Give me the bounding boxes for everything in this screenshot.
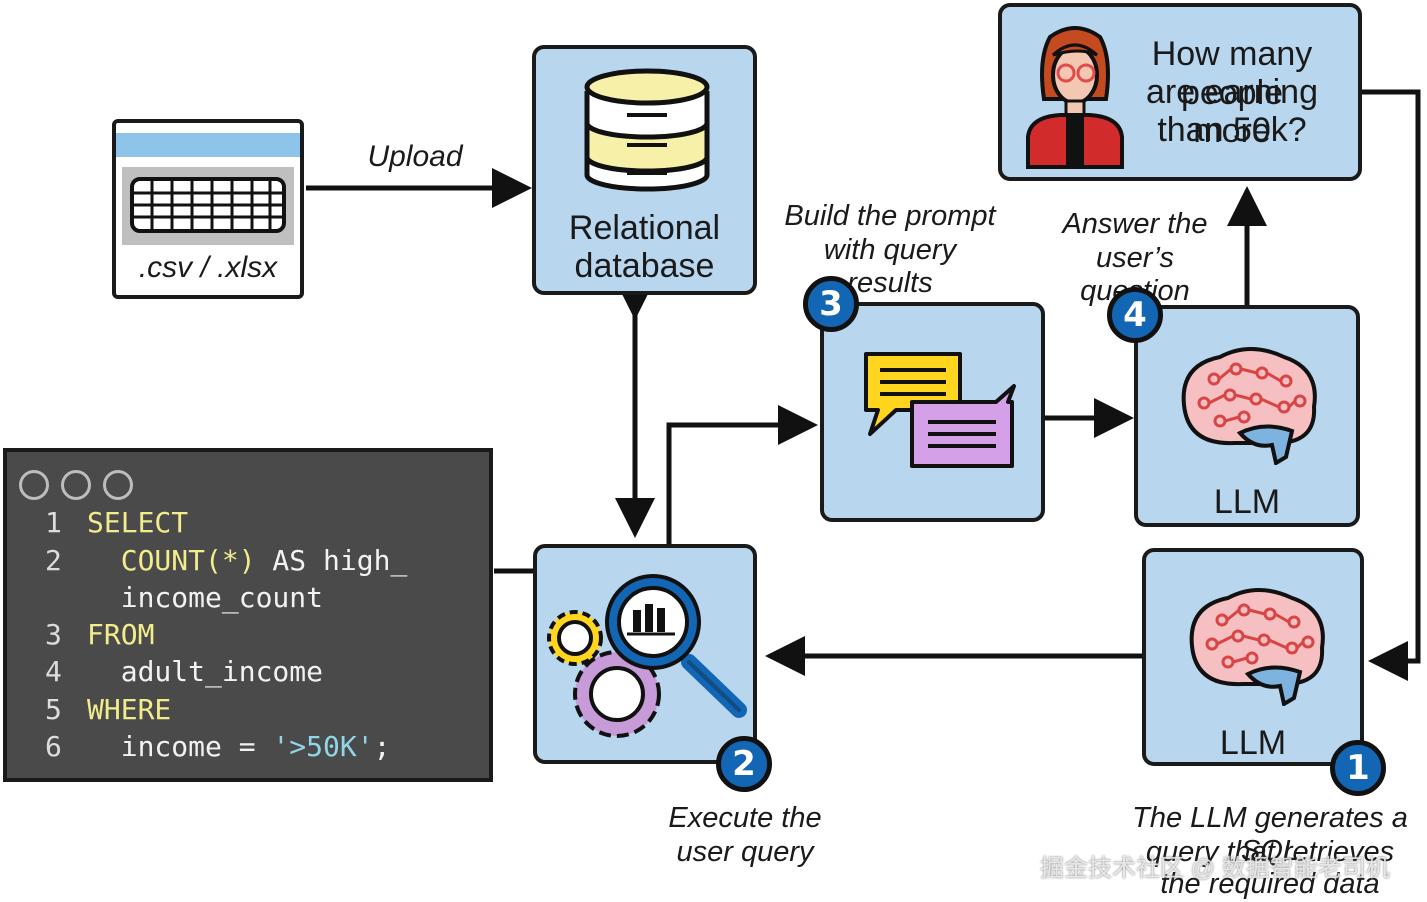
step2-badge: 2 xyxy=(716,736,772,792)
watermark: 掘金技术社区 @ 数据智能老司机 xyxy=(1040,855,1390,882)
step3-badge: 3 xyxy=(803,276,859,332)
question-to-llm-arrow xyxy=(1360,89,1421,681)
step3-caption-line1: Build the prompt xyxy=(784,200,996,232)
window-controls xyxy=(19,470,145,507)
query-gears-magnifier-icon xyxy=(547,574,747,738)
step1-caption-line2: query that retrieves xyxy=(1145,836,1395,868)
step1-caption-line3: the required data xyxy=(1160,868,1380,900)
chat-bubbles-icon xyxy=(864,352,1016,468)
step3-caption-line2: with query results xyxy=(823,234,957,300)
execute-to-prompt-arrow xyxy=(666,405,818,544)
step1-badge: 1 xyxy=(1330,740,1386,796)
database-box: Relational database xyxy=(532,45,757,295)
llm-generate-label: LLM xyxy=(1219,724,1287,762)
question-line1: How many people xyxy=(1151,35,1313,113)
brain-icon xyxy=(1181,347,1317,465)
prompt-box xyxy=(820,302,1045,522)
spreadsheet-icon xyxy=(122,167,294,245)
grid-icon xyxy=(130,177,286,233)
llm-answer-label: LLM xyxy=(1213,483,1281,521)
file-header-bar xyxy=(116,133,300,157)
database-icon xyxy=(584,68,710,192)
step2-caption-line1: Execute the xyxy=(668,802,822,834)
window-dot-icon xyxy=(103,470,133,500)
user-avatar-icon xyxy=(1026,26,1124,169)
question-box: How many people are earning more than 50… xyxy=(998,3,1362,181)
step4-caption-line1: Answer the xyxy=(1062,208,1208,240)
step4-badge: 4 xyxy=(1107,287,1163,343)
file-caption: .csv / .xlsx xyxy=(138,251,278,284)
question-line2: are earning more xyxy=(1145,73,1318,151)
code-line: income_count xyxy=(120,581,324,614)
window-dot-icon xyxy=(61,470,91,500)
database-label-line1: Relational xyxy=(568,209,721,247)
code-line: 6 income = '>50K'; xyxy=(45,730,391,763)
step2-caption-line2: user query xyxy=(676,836,814,868)
step1-caption-line1: The LLM generates a SQL xyxy=(1132,802,1408,868)
database-label-line2: database xyxy=(574,247,715,285)
llm-answer-box: LLM xyxy=(1134,305,1360,527)
llm-generate-box: LLM xyxy=(1142,548,1364,766)
code-line: 4 adult_income xyxy=(45,655,324,688)
brain-icon xyxy=(1189,588,1325,706)
question-line3: than 50k? xyxy=(1157,111,1307,149)
file-icon-box: .csv / .xlsx xyxy=(112,119,304,299)
execute-query-box xyxy=(533,544,757,764)
upload-label: Upload xyxy=(367,140,463,173)
window-dot-icon xyxy=(19,470,49,500)
code-line: 2 COUNT(*) AS high_ xyxy=(45,544,408,577)
